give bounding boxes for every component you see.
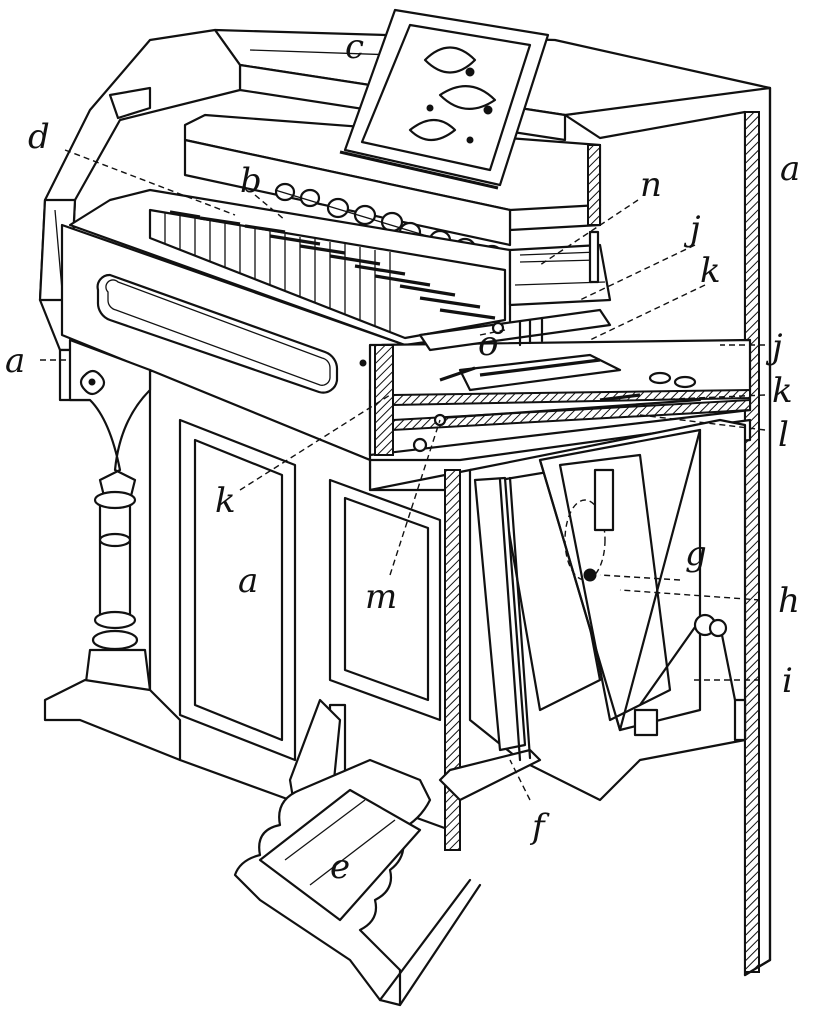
- label-a-top-right: a: [780, 149, 800, 189]
- bellows: [468, 418, 747, 802]
- lower-case: [148, 368, 752, 862]
- label-o: o: [478, 324, 498, 364]
- label-k-lower-left: k: [215, 481, 236, 521]
- pedal-assembly: [233, 476, 542, 1007]
- label-i: i: [782, 661, 793, 701]
- label-c: c: [345, 27, 364, 67]
- keyboard: [68, 188, 512, 347]
- label-a-center: a: [238, 561, 258, 601]
- left-leg: [43, 338, 182, 762]
- label-b: b: [240, 161, 262, 201]
- label-d: d: [28, 117, 50, 157]
- label-e: e: [330, 847, 350, 887]
- label-h: h: [778, 581, 800, 621]
- label-k-right: k: [772, 371, 793, 411]
- label-g: g: [685, 534, 707, 574]
- label-n: n: [640, 165, 662, 205]
- label-k-upper: k: [700, 251, 721, 291]
- leader-lines: [40, 149, 766, 801]
- label-l: l: [778, 415, 789, 455]
- label-j-upper: j: [683, 209, 701, 249]
- action-section: [368, 230, 752, 457]
- right-side-panel: [563, 86, 772, 977]
- music-desk: [339, 8, 550, 190]
- label-f: f: [529, 807, 550, 847]
- black-keys: [169, 210, 496, 320]
- label-a-left: a: [5, 341, 25, 381]
- label-m: m: [365, 577, 397, 617]
